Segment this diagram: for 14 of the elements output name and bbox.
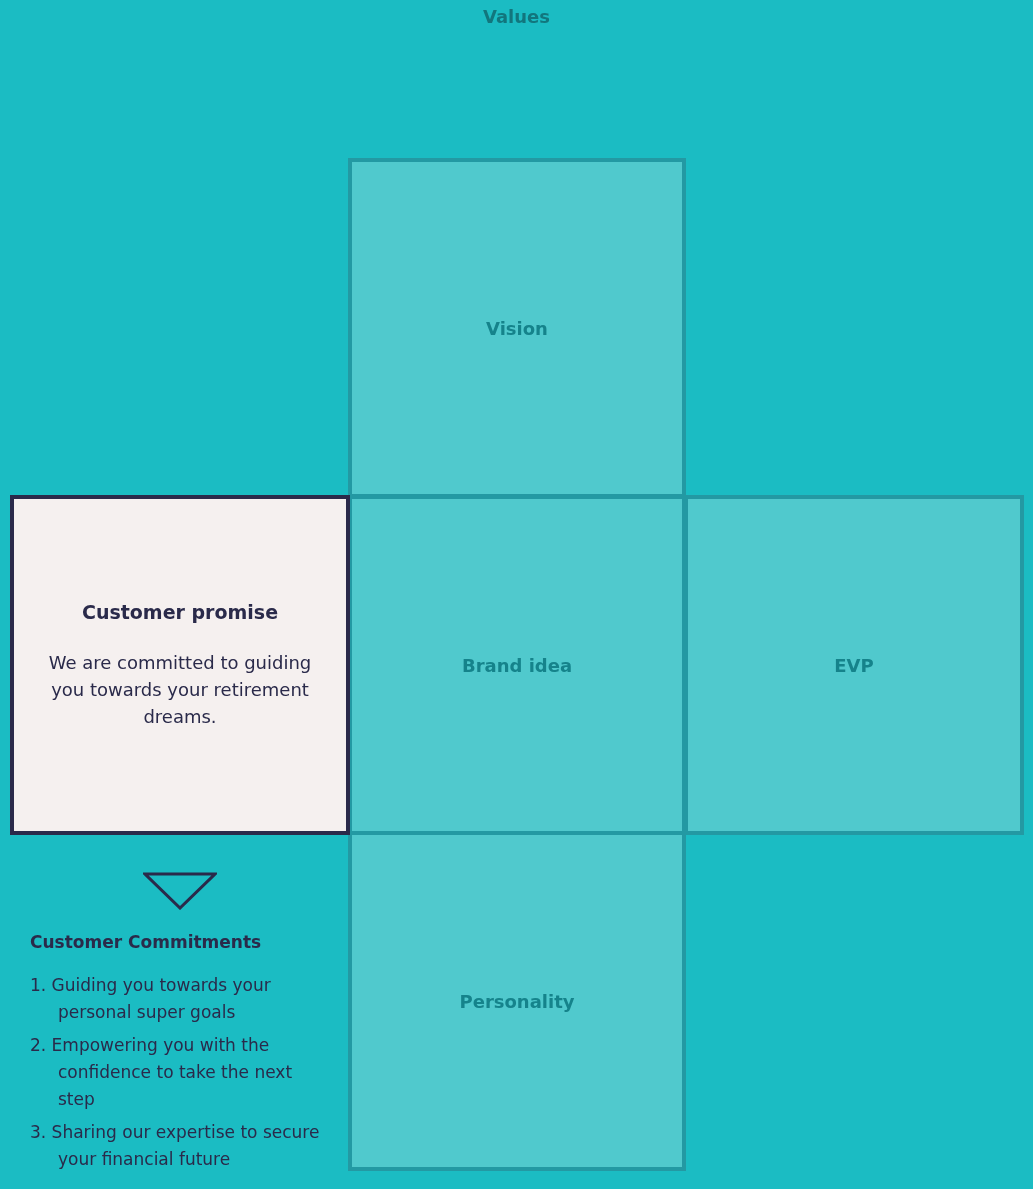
face-text: We are committed to guiding you towards your retirement dreams. [47, 650, 313, 729]
list-item: 3. Sharing our expertise to secure your financial future [30, 1121, 321, 1171]
promise-box [10, 495, 350, 835]
face-title: EVP [834, 654, 874, 676]
list-item: 2. Empowering you with the confidence to take the next step [30, 1034, 294, 1111]
face-title: Brand idea [461, 654, 573, 676]
face-title: Personality [459, 990, 575, 1012]
face-title: Vision [486, 317, 548, 339]
list-heading: Customer Commitments [30, 932, 262, 952]
cube-face [684, 495, 1024, 835]
list-item: 1. Guiding you towards your personal super goals [30, 974, 272, 1024]
face-title: Customer promise [81, 600, 279, 623]
face-label: Values [482, 6, 551, 27]
cube-face [348, 158, 686, 498]
